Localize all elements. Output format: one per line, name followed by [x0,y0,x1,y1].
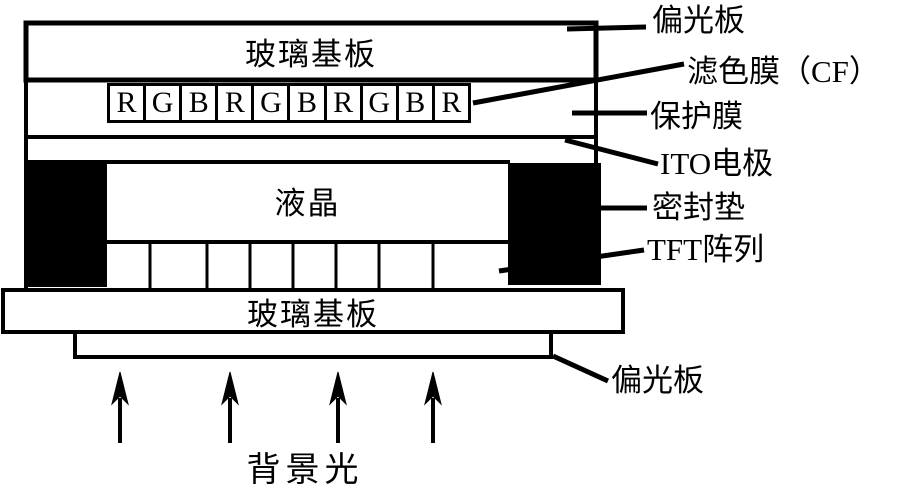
tft-array-label: TFT阵列 [647,232,765,267]
leader-polarizer-top [566,24,647,32]
leader-tft-array [498,247,645,274]
sealing-gasket-left [26,163,107,287]
cf-cell: G [359,83,399,123]
sealing-gasket-label: 密封垫 [652,190,745,225]
color-filter-label: 滤色膜（CF） [687,54,880,89]
ito-electrode-label: ITO电极 [660,146,774,181]
glass-top-label: 玻璃基板 [245,37,377,72]
cf-cell: G [251,83,291,123]
glass-bottom-box [1,288,625,334]
backlight-up-arrow-icon [111,371,442,443]
cf-cell: G [143,83,183,123]
leader-polarizer-bottom [551,353,610,384]
polarizer-bottom-label: 偏光板 [611,363,704,398]
color-filter-row: R G B R G B R G B R [107,83,471,123]
cf-cell: R [323,83,363,123]
backlight-label: 背景光 [246,452,364,489]
cf-cell: B [287,83,327,123]
cf-cell: R [215,83,255,123]
cf-cell: R [431,83,471,123]
leader-ito-electrode [564,137,659,167]
protective-film-label: 保护膜 [650,99,743,134]
cf-cell: B [395,83,435,123]
tft-cell-dividers [148,242,435,290]
cf-cell: R [107,83,147,123]
liquid-crystal-label: 液晶 [274,185,341,221]
polarizer-top-label: 偏光板 [652,3,745,38]
polarizer-bottom-strip [73,330,553,359]
glass-bottom-label: 玻璃基板 [247,296,379,332]
cf-cell: B [179,83,219,123]
leader-color-filter [472,61,685,106]
